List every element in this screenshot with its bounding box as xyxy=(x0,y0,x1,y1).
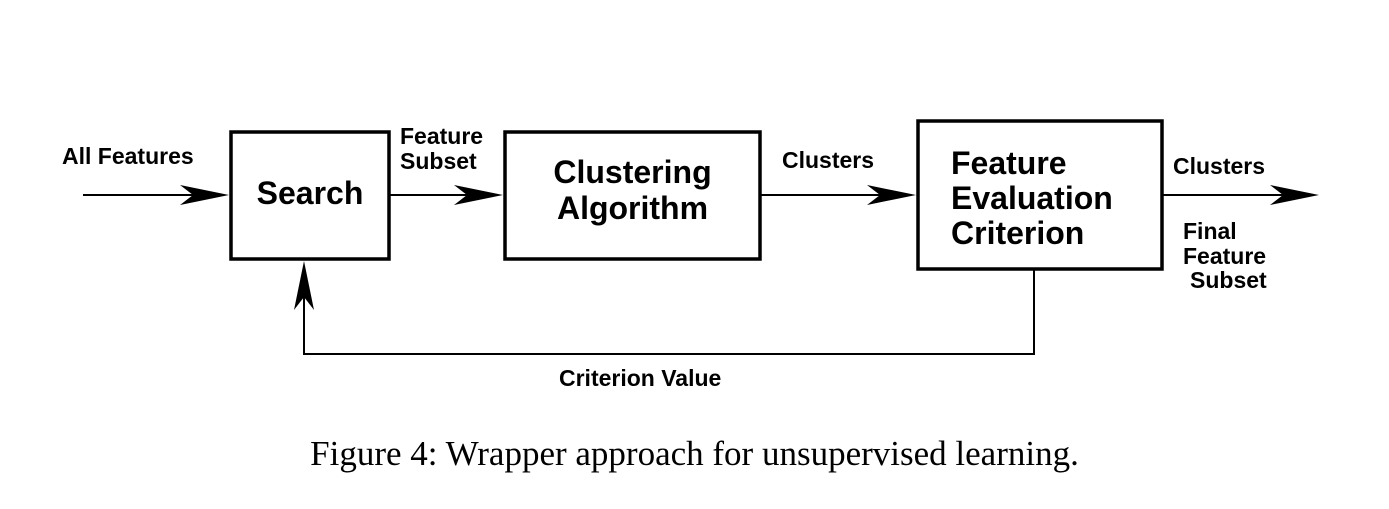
final-subset-label-line1: Final xyxy=(1183,218,1237,244)
feature-subset-label: Feature Subset xyxy=(400,123,484,175)
clustering-label-line1: Clustering xyxy=(553,154,712,190)
feature-evaluation-criterion-label: Feature Evaluation Criterion xyxy=(951,145,1113,252)
evaluation-label-line2: Evaluation xyxy=(951,180,1113,217)
feature-subset-label-line2: Subset xyxy=(400,148,477,175)
clusters-mid-arrowhead xyxy=(867,185,916,205)
criterion-value-label: Criterion Value xyxy=(559,365,722,391)
feature-subset-label-line1: Feature xyxy=(400,123,484,149)
evaluation-label-line3: Criterion xyxy=(951,215,1085,252)
clusters-out-label: Clusters xyxy=(1173,153,1266,179)
feature-subset-arrowhead xyxy=(454,185,503,205)
figure-caption: Figure 4: Wrapper approach for unsupervi… xyxy=(310,434,1079,473)
final-feature-subset-label: Final Feature Subset xyxy=(1183,219,1267,293)
search-label: Search xyxy=(256,175,364,211)
feedback-arrowhead xyxy=(294,261,314,310)
final-subset-label-line2: Feature xyxy=(1183,242,1267,269)
clusters-mid-label: Clusters xyxy=(782,147,875,173)
clustering-label-line2: Algorithm xyxy=(556,189,709,226)
output-arrowhead xyxy=(1270,185,1319,205)
input-arrowhead xyxy=(180,185,229,205)
clustering-algorithm-label: Clustering Algorithm xyxy=(505,154,760,227)
evaluation-label-line1: Feature xyxy=(951,145,1067,181)
all-features-label: All Features xyxy=(62,143,194,169)
final-subset-label-line3: Subset xyxy=(1190,267,1267,294)
feedback-loop-line xyxy=(303,269,1035,355)
